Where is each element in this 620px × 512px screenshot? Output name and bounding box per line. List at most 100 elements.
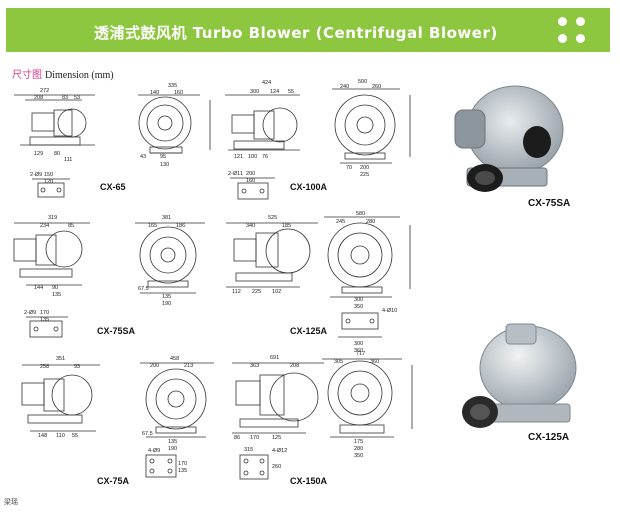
dim-text: 170 [40, 310, 49, 316]
dimension-heading-cn: 尺寸图 [12, 70, 42, 81]
dim-text: 95 [160, 154, 166, 160]
dim-text: 208 [34, 95, 43, 101]
dim-text: 130 [160, 162, 169, 168]
dim-text: 121 [234, 154, 243, 160]
footer-text: 梁瑶 [4, 499, 18, 506]
dim-text: 300 [250, 89, 259, 95]
model-label: CX-125A [290, 326, 328, 336]
cx100-flange [230, 177, 275, 200]
dots-icon [558, 17, 588, 45]
dim-text: 458 [170, 356, 179, 362]
page-title: 透浦式鼓风机 Turbo Blower (Centrifugal Blower) [94, 24, 498, 42]
dim-text: 340 [246, 223, 255, 229]
cx75sa-front-view [135, 222, 205, 294]
dim-text: 120 [44, 179, 53, 185]
dim-text: 315 [244, 447, 253, 453]
dim-text: 83 [62, 95, 68, 101]
dim-text: 100 [248, 154, 257, 160]
cx65-front-view [138, 94, 211, 154]
photo-caption: CX-125A [528, 432, 570, 443]
dim-text: 85 [68, 223, 74, 229]
dim-text: 258 [40, 364, 49, 370]
dim-text: 335 [168, 83, 177, 89]
cx75sa-side-view [13, 222, 90, 286]
dim-text: 240 [340, 84, 349, 90]
dim-text: 125 [272, 435, 281, 441]
dim-text: 272 [40, 88, 49, 94]
model-label: CX-150A [290, 476, 328, 486]
dim-text: 234 [40, 223, 49, 229]
model-label: CX-100A [290, 182, 328, 192]
cx125-flange [338, 312, 382, 338]
dim-text: 190 [168, 446, 177, 452]
dim-text: 144 [34, 285, 43, 291]
dim-text: 76 [262, 154, 268, 160]
cx125-side-view [226, 222, 318, 288]
dim-text: 351 [56, 356, 65, 362]
photo-caption: CX-75SA [528, 198, 571, 209]
dim-text: 165 [148, 223, 157, 229]
dim-text: 360 [354, 348, 363, 354]
dim-text: 102 [272, 289, 281, 295]
dim-text: 691 [270, 355, 279, 361]
dim-text: 186 [176, 223, 185, 229]
cx65-flange [32, 178, 70, 198]
cx100-front-view [332, 88, 411, 164]
dim-text: 525 [268, 215, 277, 221]
dim-text: 160 [174, 90, 183, 96]
dim-text: 86 [234, 435, 240, 441]
dim-text: 2-Ø9 [24, 310, 36, 316]
dim-text: 300 [354, 341, 363, 347]
dim-text: 4-Ø9 [148, 448, 160, 454]
dim-text: 175 [354, 439, 363, 445]
cx75a-front-view [140, 362, 214, 438]
dim-text: 319 [48, 215, 57, 221]
dim-text: 2-Ø11 [228, 171, 243, 177]
model-label: CX-75A [97, 476, 130, 486]
cx125-front-view [324, 216, 411, 298]
dim-text: 363 [250, 363, 259, 369]
dim-text: 170 [250, 435, 259, 441]
dim-text: 135 [178, 468, 187, 474]
cx75a-side-view [21, 364, 100, 432]
dim-text: 2-Ø9 [30, 172, 42, 178]
dim-text: 55 [288, 89, 294, 95]
dim-text: 280 [366, 219, 375, 225]
dim-text: 350 [354, 304, 363, 310]
cx75sa-photo [454, 85, 564, 192]
dim-text: 300 [354, 297, 363, 303]
dim-text: 55 [72, 433, 78, 439]
dim-text: 135 [162, 294, 171, 300]
dim-text: 53 [74, 95, 80, 101]
dim-text: 110 [56, 433, 65, 439]
model-label: CX-75SA [97, 326, 136, 336]
dim-text: 67.5 [142, 431, 153, 437]
dimension-drawings: 272 208 83 53 129 80 111 335 140 160 43 … [13, 79, 413, 480]
dim-text: 260 [272, 464, 281, 470]
dim-text: 200 [360, 165, 369, 171]
dim-text: 260 [372, 84, 381, 90]
cx65-side-view [14, 94, 95, 146]
dim-text: 135 [168, 439, 177, 445]
dim-text: 225 [252, 289, 261, 295]
cx75sa-flange [26, 316, 68, 338]
dim-text: 381 [162, 215, 171, 221]
dim-text: 200 [246, 171, 255, 177]
dim-text: 135 [40, 317, 49, 323]
title-bar: 透浦式鼓风机 Turbo Blower (Centrifugal Blower) [6, 8, 610, 52]
dim-text: 213 [184, 363, 193, 369]
dim-text: 190 [162, 301, 171, 307]
dim-text: 580 [356, 211, 365, 217]
cx150-flange [239, 454, 269, 480]
dim-text: 305 [334, 359, 343, 365]
dim-text: 185 [282, 223, 291, 229]
dim-text: 70 [346, 165, 352, 171]
dim-text: 245 [336, 219, 345, 225]
dim-text: 717 [356, 351, 365, 357]
cx150-side-view [232, 362, 324, 434]
dim-text: 43 [140, 154, 146, 160]
dimension-heading-en: Dimension (mm) [45, 70, 114, 81]
model-label: CX-65 [100, 182, 126, 192]
dim-text: 170 [178, 461, 187, 467]
